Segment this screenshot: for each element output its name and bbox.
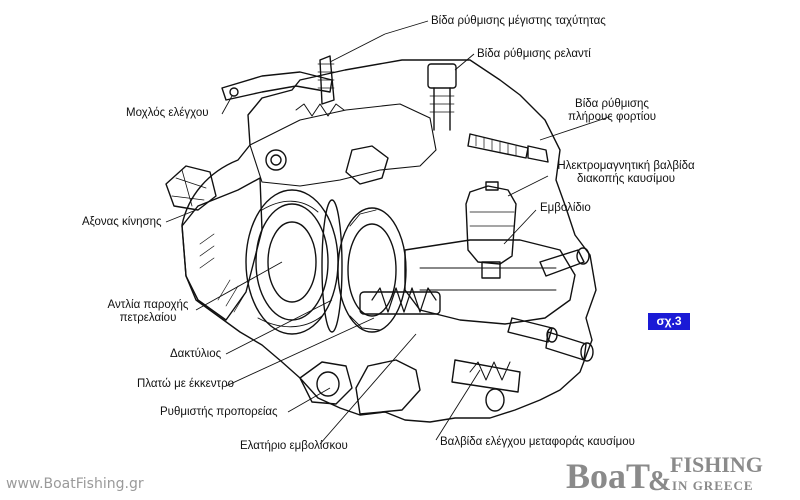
outlet-fittings: [485, 247, 594, 412]
label-max-speed-screw: Βίδα ρύθμισης μέγιστης ταχύτητας: [431, 15, 606, 27]
pump-housing: [181, 59, 597, 423]
boatfishing-logo: BoaT & FISHING IN GREECE: [566, 452, 763, 496]
label-feed-pump-line1: Αντλία παροχής: [107, 299, 189, 311]
label-feed-pump: Αντλία παροχής πετρελαίου: [96, 299, 200, 325]
label-cam-plate: Πλατώ με έκκεντρο: [137, 378, 235, 390]
label-idle-screw: Βίδα ρύθμισης ρελαντί: [477, 48, 591, 60]
label-solenoid-line2: διακοπής καυσίμου: [576, 173, 676, 185]
plunger-spring: [371, 287, 437, 313]
website-url: www.BoatFishing.gr: [6, 476, 144, 492]
label-plunger: Εμβολίδιο: [540, 202, 591, 214]
distributor-head: [404, 239, 576, 325]
svg-text:BoaT: BoaT: [566, 456, 650, 496]
cam-plate: [337, 207, 407, 333]
label-full-load-screw-line2: πλήρους φορτίου: [567, 111, 657, 123]
control-lever: [221, 55, 345, 117]
idle-screw: [427, 63, 457, 131]
ring: [321, 199, 343, 333]
label-feed-pump-line2: πετρελαίου: [119, 312, 177, 324]
label-advance-regulator: Ρυθμιστής προπορείας: [160, 406, 278, 418]
advance-regulator: [299, 359, 521, 415]
label-solenoid-line1: Ηλεκτρομαγνητική βαλβίδα: [557, 160, 695, 172]
label-drive-shaft: Αξονας κίνησης: [82, 216, 162, 228]
label-ring: Δακτύλιος: [170, 348, 222, 360]
label-solenoid-valve: Ηλεκτρομαγνητική βαλβίδα διακοπής καυσίμ…: [552, 160, 700, 186]
svg-text:FISHING: FISHING: [670, 452, 763, 477]
label-transfer-valve: Βαλβίδα ελέγχου μεταφοράς καυσίμου: [440, 436, 635, 448]
leader-lines: [165, 20, 613, 445]
svg-text:&: &: [648, 466, 671, 496]
label-plunger-spring: Ελατήριο εμβολίσκου: [240, 440, 348, 452]
drive-shaft-nut: [165, 165, 217, 211]
figure-number-badge: σχ.3: [648, 313, 690, 330]
mounting-flange: [181, 177, 263, 321]
label-full-load-screw: Βίδα ρύθμισης πλήρους φορτίου: [560, 98, 664, 124]
label-full-load-screw-line1: Βίδα ρύθμισης: [575, 98, 649, 110]
label-control-lever: Μοχλός ελέγχου: [126, 107, 209, 119]
svg-text:IN GREECE: IN GREECE: [672, 478, 754, 493]
full-load-screw: [467, 133, 549, 163]
solenoid-valve: [465, 181, 517, 279]
